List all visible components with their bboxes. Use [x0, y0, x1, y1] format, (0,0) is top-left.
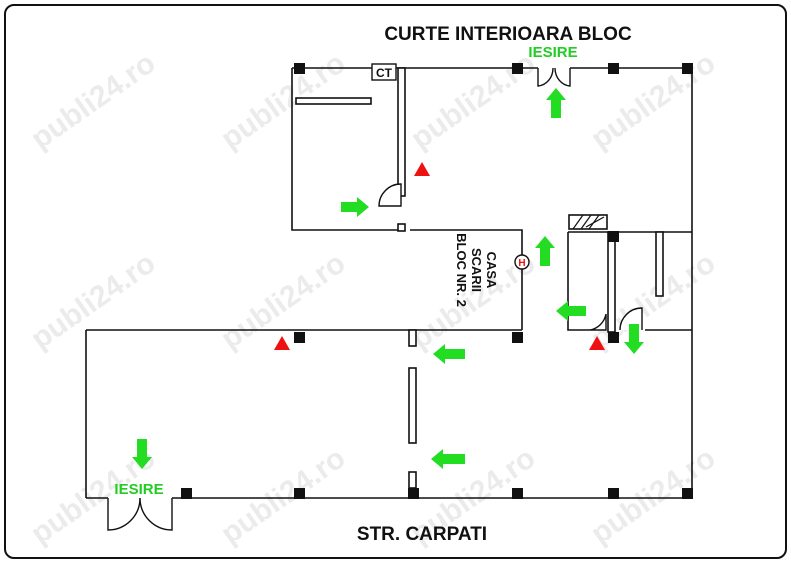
stair-label-line-3: BLOC NR. 2 [454, 233, 469, 307]
warning-triangle-icon [589, 336, 605, 350]
watermark: publi24.ro [25, 246, 161, 355]
partition-middle [408, 367, 417, 444]
hydrant-icon [514, 254, 530, 270]
exit-bottom-label: IESIRE [114, 481, 163, 498]
watermark-layer: publi24.ro publi24.ro publi24.ro publi24… [25, 46, 721, 550]
hydrant-label: H [518, 258, 525, 269]
wall-stair-right [410, 229, 523, 330]
counter-shelf [295, 97, 372, 105]
stair-label: CASA SCARII BLOC NR. 2 [454, 233, 499, 307]
watermark: publi24.ro [405, 46, 541, 155]
arrows [132, 88, 644, 469]
pillars [181, 63, 693, 499]
warning-triangle-icon [274, 336, 290, 350]
wall-ct-stub [397, 223, 406, 232]
watermark: publi24.ro [215, 441, 351, 550]
evacuation-arrow-icon [624, 324, 644, 354]
exit-top-label: IESIRE [528, 44, 577, 61]
ct-box [371, 63, 397, 81]
wall-small-partition [607, 231, 616, 333]
wall-upper-left [291, 68, 398, 231]
warning-triangle-icon [414, 162, 430, 176]
partition-stub-bottom [408, 471, 417, 489]
evacuation-arrow-icon [535, 236, 555, 266]
top-street-label: CURTE INTERIOARA BLOC [384, 24, 632, 45]
evacuation-arrow-icon [431, 449, 465, 469]
warnings [274, 162, 605, 350]
wall-small-partition-2 [655, 231, 664, 297]
evacuation-arrow-icon [341, 197, 369, 217]
stair-hatch-box [568, 214, 608, 230]
wall-ct-partition [397, 67, 406, 197]
page-frame [4, 4, 787, 559]
bottom-street-label: STR. CARPATI [357, 524, 487, 545]
evacuation-arrow-icon [132, 439, 152, 469]
stair-label-line-1: CASA [484, 252, 499, 289]
walls [85, 67, 693, 499]
watermark: publi24.ro [585, 246, 721, 355]
evacuation-arrow-icon [556, 301, 586, 321]
evacuation-arrow-icon [546, 88, 566, 118]
watermark: publi24.ro [25, 46, 161, 155]
watermark: publi24.ro [585, 441, 721, 550]
wall-small-room-left [567, 232, 590, 331]
ct-label: CT [376, 66, 393, 80]
partition-stub-top [408, 329, 417, 347]
stair-hatch [572, 214, 605, 230]
watermark: publi24.ro [585, 46, 721, 155]
stair-label-line-2: SCARII [469, 248, 484, 292]
evacuation-arrow-icon [433, 344, 465, 364]
door-icon [107, 67, 643, 531]
